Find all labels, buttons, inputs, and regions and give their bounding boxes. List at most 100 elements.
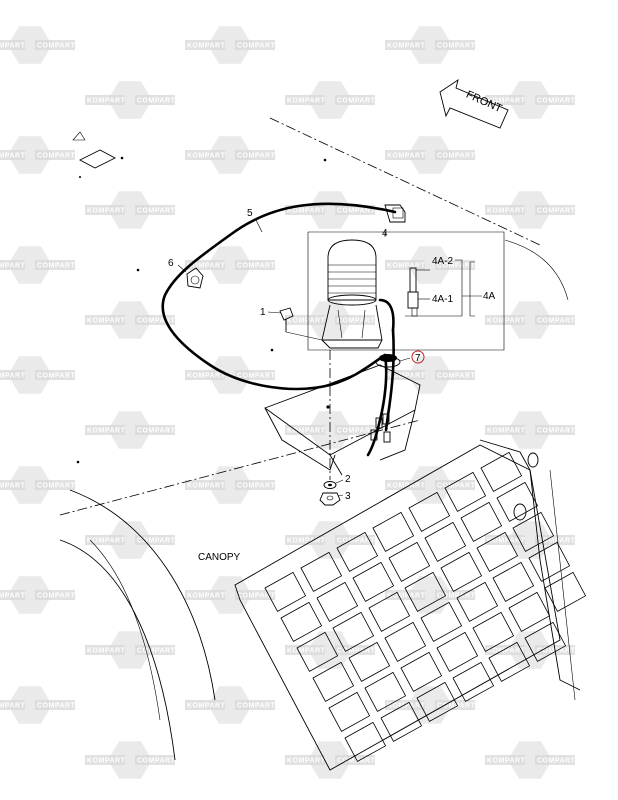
canopy-grille xyxy=(234,444,586,771)
watermark-banner xyxy=(35,590,75,600)
watermark-banner xyxy=(185,370,225,380)
label-part-6: 6 xyxy=(168,258,174,269)
watermark-text: COMPART xyxy=(137,208,176,215)
watermark-text: KOMPART xyxy=(287,208,326,215)
grommet xyxy=(375,354,411,368)
watermark-banner xyxy=(285,425,325,435)
watermark-banner xyxy=(435,480,475,490)
watermark-logo xyxy=(108,81,152,119)
watermark-banner xyxy=(185,480,225,490)
watermark-text: COMPART xyxy=(337,318,376,325)
watermark-banner xyxy=(285,535,325,545)
watermark-text: KOMPART xyxy=(387,43,426,50)
watermark-banner xyxy=(235,150,275,160)
grille-hole xyxy=(508,592,550,632)
front-label: FRONT xyxy=(464,89,504,115)
watermark-text: COMPART xyxy=(137,758,176,765)
watermark-text: COMPART xyxy=(337,98,376,105)
watermark-banner xyxy=(335,755,375,765)
watermark-banner xyxy=(185,590,225,600)
watermark-logo xyxy=(8,466,52,504)
watermark-text: KOMPART xyxy=(0,43,26,50)
grille-hole xyxy=(416,682,458,722)
watermark-banner xyxy=(435,150,475,160)
grille-hole xyxy=(344,722,386,762)
watermark-banner xyxy=(235,260,275,270)
watermark-banner xyxy=(85,315,125,325)
watermark-text: COMPART xyxy=(337,538,376,545)
canopy-outline xyxy=(59,117,581,761)
watermark-banner xyxy=(535,205,575,215)
watermark-text: COMPART xyxy=(537,318,576,325)
watermark-banner xyxy=(385,150,425,160)
watermark-text: COMPART xyxy=(537,538,576,545)
label-part-4a-2: 4A-2 xyxy=(432,256,454,267)
watermark-text: COMPART xyxy=(537,758,576,765)
watermark-banner xyxy=(85,535,125,545)
watermark-text: KOMPART xyxy=(487,208,526,215)
label-part-5: 5 xyxy=(247,208,253,219)
watermark-layer: KOMPART COMPART KOMPART COMPART KOMPART COMPA… xyxy=(0,26,576,779)
watermark-banner xyxy=(85,205,125,215)
watermark-text: KOMPART xyxy=(287,428,326,435)
watermark-logo xyxy=(308,631,352,669)
watermark-text: KOMPART xyxy=(87,98,126,105)
watermark-text: KOMPART xyxy=(187,593,226,600)
watermark-logo xyxy=(108,301,152,339)
grille-hole xyxy=(312,662,354,702)
grille-hole xyxy=(424,522,466,562)
watermark-text: KOMPART xyxy=(387,153,426,160)
grille-hole xyxy=(480,452,522,492)
watermark-banner xyxy=(335,95,375,105)
watermark-text: COMPART xyxy=(337,758,376,765)
watermark-banner xyxy=(35,40,75,50)
watermark-text: KOMPART xyxy=(0,593,26,600)
watermark-text: KOMPART xyxy=(487,758,526,765)
watermark-banner xyxy=(535,95,575,105)
watermark-text: COMPART xyxy=(137,648,176,655)
watermark-text: KOMPART xyxy=(87,758,126,765)
grille-hole xyxy=(364,672,406,712)
watermark-logo xyxy=(108,411,152,449)
watermark-text: KOMPART xyxy=(187,703,226,710)
watermark-text: KOMPART xyxy=(487,648,526,655)
watermark-banner xyxy=(535,315,575,325)
watermark-banner xyxy=(485,205,525,215)
watermark-text: KOMPART xyxy=(387,263,426,270)
watermark-banner xyxy=(135,95,175,105)
watermark-banner xyxy=(85,645,125,655)
watermark-text: KOMPART xyxy=(0,373,26,380)
watermark-text: KOMPART xyxy=(487,98,526,105)
watermark-text: KOMPART xyxy=(87,538,126,545)
watermark-banner xyxy=(185,260,225,270)
watermark-banner xyxy=(85,425,125,435)
watermark-logo xyxy=(108,631,152,669)
watermark-logo xyxy=(408,246,452,284)
grille-hole xyxy=(372,512,414,552)
watermark-text: COMPART xyxy=(237,263,276,270)
grille-hole xyxy=(528,542,570,582)
grille-hole xyxy=(328,692,370,732)
grille-hole xyxy=(456,582,498,622)
watermark-banner xyxy=(185,150,225,160)
watermark-logo xyxy=(508,301,552,339)
watermark-text: COMPART xyxy=(337,648,376,655)
grille-hole xyxy=(512,512,554,552)
watermark-banner xyxy=(0,370,25,380)
watermark-banner xyxy=(235,590,275,600)
connector-4a xyxy=(407,267,430,317)
watermark-text: KOMPART xyxy=(0,263,26,270)
beacon-lamp xyxy=(321,239,395,349)
watermark-banner xyxy=(435,260,475,270)
grille-hole xyxy=(332,612,374,652)
watermark-logo xyxy=(308,191,352,229)
watermark-banner xyxy=(435,370,475,380)
watermark-banner xyxy=(385,590,425,600)
watermark-banner xyxy=(485,95,525,105)
watermark-logo xyxy=(408,466,452,504)
watermark-text: COMPART xyxy=(37,43,76,50)
watermark-banner xyxy=(135,645,175,655)
watermark-banner xyxy=(435,40,475,50)
canopy-label: CANOPY xyxy=(198,552,241,563)
watermark-banner xyxy=(335,315,375,325)
